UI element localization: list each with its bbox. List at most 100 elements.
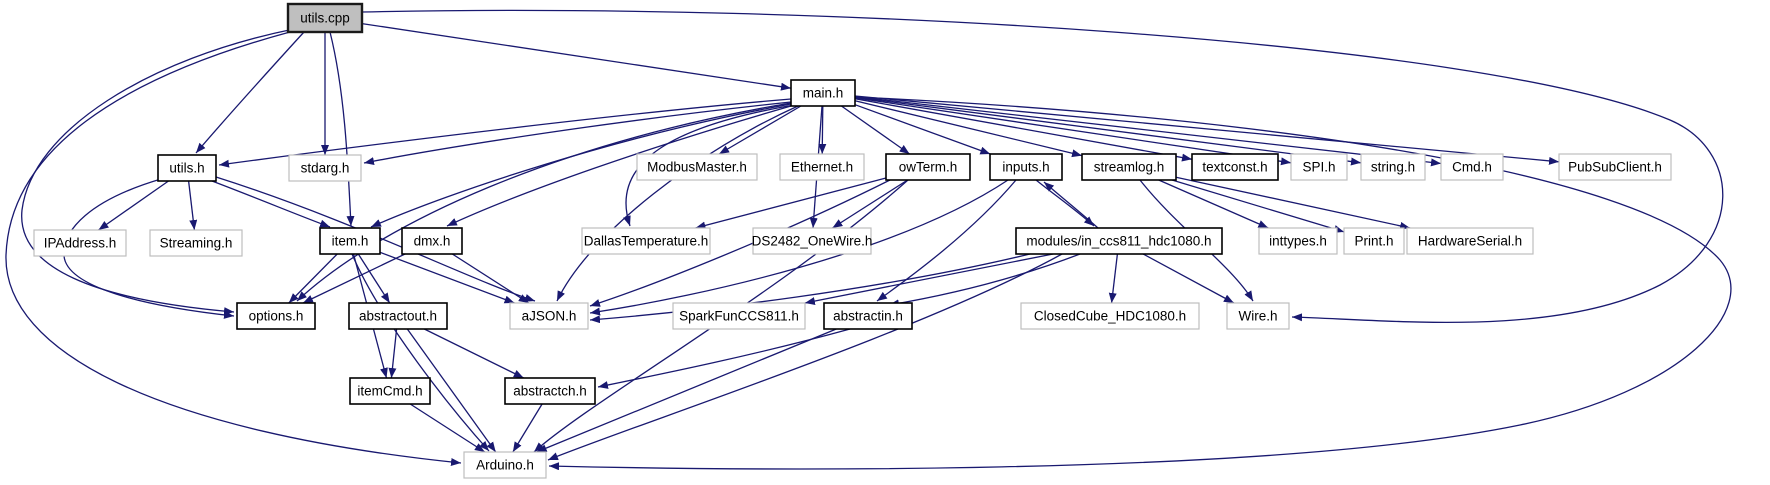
node-label-abstractin_h: abstractin.h: [833, 309, 903, 324]
edge-modules_in_ccs811_hdc1080_h-abstractin_h: [888, 253, 1081, 308]
edge-owTerm_h-DallasTemperature_h: [695, 177, 887, 230]
edge-main_h-string_h: [854, 96, 1362, 166]
edge-dmx_h-aJSON_h: [451, 253, 530, 304]
node-box-abstractout_h[interactable]: [348, 302, 448, 330]
node-label-streamlog_h: streamlog.h: [1094, 160, 1165, 175]
node-box-Cmd_h: [1440, 153, 1504, 181]
node-itemCmd_h[interactable]: itemCmd.h: [349, 377, 431, 405]
edge-owTerm_h-Arduino_h: [533, 179, 909, 453]
node-stdarg_h: stdarg.h: [288, 154, 362, 182]
edge-main_h-owTerm_h: [841, 105, 910, 155]
node-box-textconst_h[interactable]: [1191, 153, 1279, 181]
edge-item_h-abstractout_h: [357, 253, 391, 304]
node-box-utils_cpp: [286, 2, 364, 34]
edge-modules_in_ccs811_hdc1080_h-inputs_h: [1043, 181, 1099, 229]
node-aJSON_h: aJSON.h: [509, 302, 589, 330]
node-box-utils_h[interactable]: [157, 154, 217, 182]
edge-main_h-Cmd_h: [854, 95, 1442, 167]
node-box-DallasTemperature_h: [581, 227, 711, 255]
node-box-SPI_h: [1290, 153, 1348, 181]
edge-inputs_h-aJSON_h: [589, 179, 1009, 316]
node-PubSubClient_h: PubSubClient.h: [1558, 153, 1672, 181]
node-label-options_h: options.h: [249, 309, 304, 324]
edge-item_h-aJSON_h: [379, 251, 515, 304]
node-label-utils_cpp: utils.cpp: [300, 11, 350, 26]
node-label-PubSubClient_h: PubSubClient.h: [1568, 160, 1662, 175]
node-box-main_h[interactable]: [790, 79, 856, 107]
node-box-abstractch_h[interactable]: [504, 377, 596, 405]
node-label-main_h: main.h: [803, 86, 844, 101]
node-box-modules_in_ccs811_hdc1080_h[interactable]: [1015, 227, 1223, 255]
node-abstractch_h[interactable]: abstractch.h: [504, 377, 596, 405]
node-utils_h[interactable]: utils.h: [157, 154, 217, 182]
edge-main_h-PubSubClient_h: [854, 95, 1560, 165]
node-label-DallasTemperature_h: DallasTemperature.h: [584, 234, 709, 249]
node-label-ClosedCube_HDC1080_h: ClosedCube_HDC1080.h: [1034, 309, 1186, 324]
node-box-inputs_h[interactable]: [989, 153, 1063, 181]
node-label-modules_in_ccs811_hdc1080_h: modules/in_ccs811_hdc1080.h: [1026, 234, 1211, 249]
node-HardwareSerial_h: HardwareSerial.h: [1406, 227, 1534, 255]
edge-main_h-aJSON_h: [556, 105, 799, 302]
node-utils_cpp: utils.cpp: [286, 2, 364, 34]
node-Print_h: Print.h: [1343, 227, 1405, 255]
edge-inputs_h-modules_in_ccs811_hdc1080_h: [1035, 179, 1095, 227]
edge-utils_cpp-Wire_h: [361, 9, 1724, 323]
node-dmx_h[interactable]: dmx.h: [401, 227, 463, 255]
node-box-aJSON_h: [509, 302, 589, 330]
node-label-Cmd_h: Cmd.h: [1452, 160, 1492, 175]
node-label-abstractout_h: abstractout.h: [359, 309, 437, 324]
node-DallasTemperature_h: DallasTemperature.h: [581, 227, 711, 255]
edge-main_h-ModbusMaster_h: [718, 105, 802, 155]
edge-utils_cpp-utils_h: [195, 31, 305, 154]
node-streamlog_h[interactable]: streamlog.h: [1081, 153, 1177, 181]
edge-modules_in_ccs811_hdc1080_h-SparkFunCCS811_h: [804, 253, 1054, 305]
node-item_h[interactable]: item.h: [319, 227, 381, 255]
edge-utils_h-item_h: [211, 180, 331, 228]
node-box-owTerm_h[interactable]: [885, 153, 971, 181]
node-box-abstractin_h[interactable]: [823, 302, 913, 330]
node-owTerm_h[interactable]: owTerm.h: [885, 153, 971, 181]
node-box-ModbusMaster_h: [636, 153, 758, 181]
node-label-utils_h: utils.h: [169, 161, 204, 176]
edge-modules_in_ccs811_hdc1080_h-Arduino_h: [547, 253, 1063, 461]
edge-item_h-options_h: [288, 253, 338, 304]
edge-modules_in_ccs811_hdc1080_h-aJSON_h: [589, 253, 1031, 324]
node-inputs_h[interactable]: inputs.h: [989, 153, 1063, 181]
node-abstractout_h[interactable]: abstractout.h: [348, 302, 448, 330]
edge-utils_cpp-Arduino_h: [5, 31, 462, 466]
edge-modules_in_ccs811_hdc1080_h-ClosedCube_HDC1080_h: [1108, 253, 1119, 304]
node-abstractin_h[interactable]: abstractin.h: [823, 302, 913, 330]
node-label-string_h: string.h: [1371, 160, 1415, 175]
edge-main_h-Arduino_h: [548, 96, 1732, 471]
node-box-HardwareSerial_h: [1406, 227, 1534, 255]
node-label-item_h: item.h: [332, 234, 369, 249]
edge-itemCmd_h-Arduino_h: [409, 403, 486, 453]
node-label-DS2482_OneWire_h: DS2482_OneWire.h: [752, 234, 873, 249]
node-box-dmx_h[interactable]: [401, 227, 463, 255]
node-label-Wire_h: Wire.h: [1238, 309, 1277, 324]
node-label-stdarg_h: stdarg.h: [301, 161, 350, 176]
node-inttypes_h: inttypes.h: [1258, 227, 1338, 255]
node-box-stdarg_h: [288, 154, 362, 182]
node-options_h[interactable]: options.h: [236, 302, 316, 330]
node-box-itemCmd_h[interactable]: [349, 377, 431, 405]
node-SPI_h: SPI.h: [1290, 153, 1348, 181]
node-label-aJSON_h: aJSON.h: [522, 309, 577, 324]
edge-main_h-Ethernet_h: [818, 105, 827, 155]
node-main_h[interactable]: main.h: [790, 79, 856, 107]
node-box-streamlog_h[interactable]: [1081, 153, 1177, 181]
node-label-Ethernet_h: Ethernet.h: [791, 160, 853, 175]
node-modules_in_ccs811_hdc1080_h[interactable]: modules/in_ccs811_hdc1080.h: [1015, 227, 1223, 255]
edge-utils_h-IPAddress_h: [98, 180, 169, 231]
node-box-Ethernet_h: [779, 153, 865, 181]
edge-main_h-stdarg_h: [363, 101, 792, 166]
edge-utils_h-options_h: [63, 178, 235, 319]
node-textconst_h[interactable]: textconst.h: [1191, 153, 1279, 181]
node-box-item_h[interactable]: [319, 227, 381, 255]
node-Arduino_h: Arduino.h: [463, 451, 547, 479]
node-SparkFunCCS811_h: SparkFunCCS811.h: [672, 302, 806, 330]
node-label-abstractch_h: abstractch.h: [513, 384, 587, 399]
edge-abstractch_h-Arduino_h: [512, 403, 543, 453]
node-box-options_h[interactable]: [236, 302, 316, 330]
